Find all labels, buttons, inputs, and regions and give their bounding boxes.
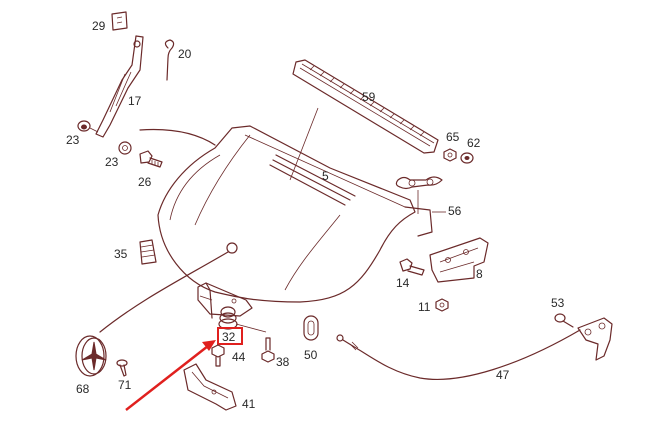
part-17-support-rod [95,35,144,138]
label-26: 26 [138,175,152,189]
label-38: 38 [276,355,290,369]
highlight-arrow [125,340,216,411]
label-71: 71 [118,378,132,392]
label-5: 5 [322,169,329,183]
part-65-nut [443,148,457,162]
part-11-nut [435,298,449,312]
label-23-left: 23 [66,133,80,147]
label-44: 44 [232,350,246,364]
connector-curve-emblem [99,251,229,333]
label-47: 47 [496,368,510,382]
part-41-lock-bracket [183,363,237,411]
label-59: 59 [362,90,376,104]
part-59-grille [292,59,439,154]
part-62-washer [460,152,474,164]
label-11: 11 [418,300,431,314]
part-38-bolt [261,337,275,363]
part-35-buffer [139,239,157,265]
label-8: 8 [476,267,483,281]
part-8-hinge [429,237,489,283]
connector-curve-top [139,128,216,146]
label-17: 17 [128,94,142,108]
part-14-bolt [399,258,425,276]
part-56-clip [395,176,443,214]
part-71-clip [116,359,128,377]
part-50-grommet [303,315,319,341]
part-53-screw [554,313,574,328]
label-68: 68 [76,382,90,396]
label-23-right: 23 [105,155,119,169]
label-56: 56 [448,204,462,218]
label-35: 35 [114,247,128,261]
label-53: 53 [551,296,565,310]
label-20: 20 [178,47,192,61]
part-20-spring-clip [164,39,175,81]
emblem-mount-point [226,242,238,254]
label-32: 32 [222,330,236,344]
label-62: 62 [467,136,481,150]
part-5-hood [157,125,433,303]
label-65: 65 [446,130,460,144]
highlight-32-box [217,327,243,345]
part-29-bracket [111,11,128,31]
leader-5 [289,107,319,181]
label-41: 41 [242,397,256,411]
part-68-emblem [75,335,107,377]
part-lock-plate [197,282,253,319]
part-47-cable [336,329,581,380]
label-14: 14 [396,276,410,290]
label-29: 29 [92,19,106,33]
part-44-bolt [211,344,225,367]
label-50: 50 [304,348,318,362]
part-23-nut-left [77,120,99,133]
part-26-bolt [139,150,163,168]
part-23-washer [118,141,132,155]
part-release-handle [577,317,613,361]
